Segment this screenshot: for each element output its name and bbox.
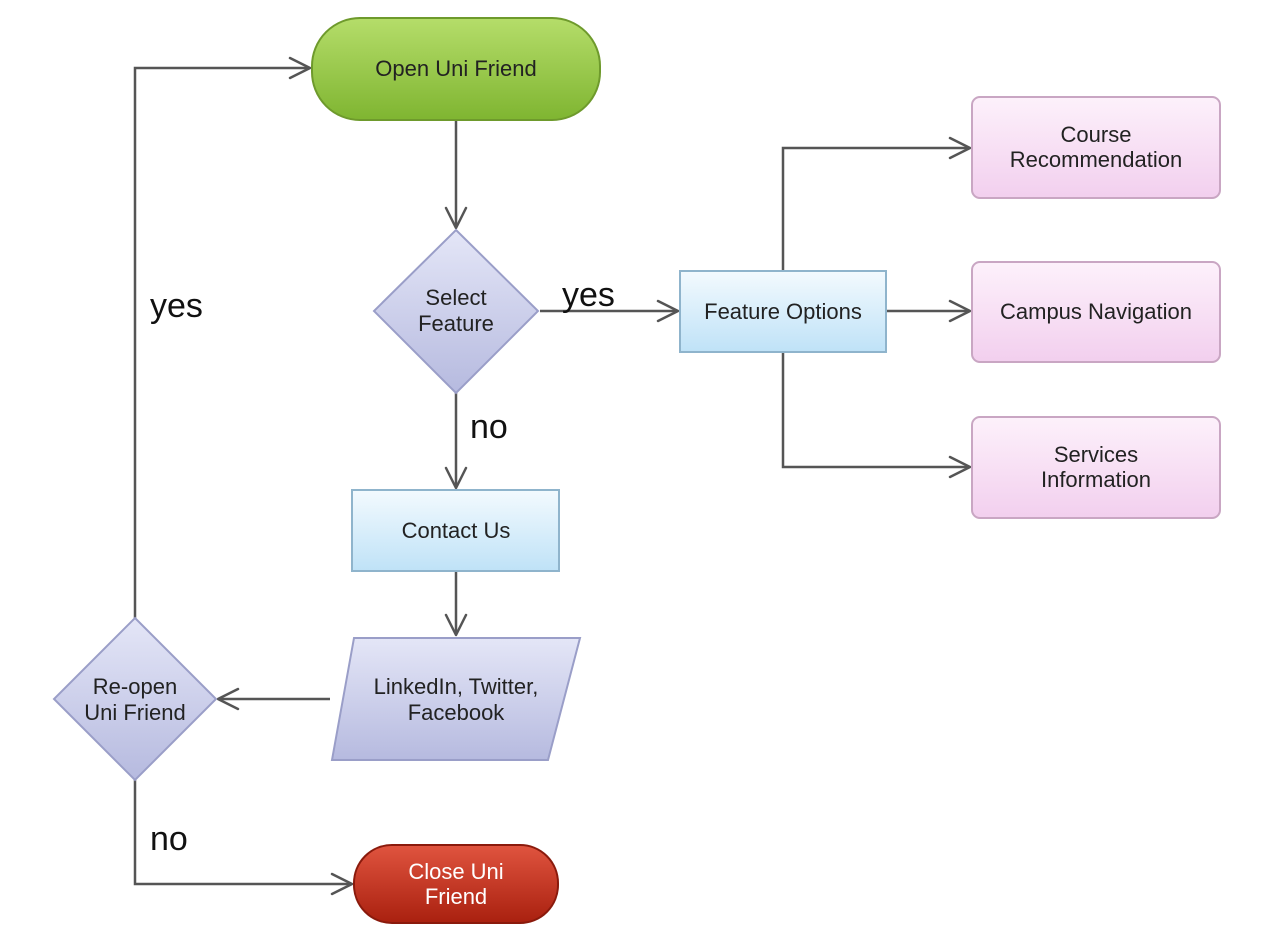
arrowhead-features-to-course [948, 136, 972, 160]
node-course-recommendation: Course Recommendation [971, 96, 1221, 199]
node-services-information: Services Information [971, 416, 1221, 519]
node-feature-options-label: Feature Options [704, 299, 862, 324]
node-social-links-line1: LinkedIn, Twitter, [374, 674, 539, 699]
node-reopen-uni-friend-line2: Uni Friend [84, 700, 185, 725]
edge-label-reopen-yes: yes [150, 287, 203, 325]
node-open-uni-friend-label: Open Uni Friend [375, 56, 536, 81]
edge-features-to-course [781, 146, 968, 271]
arrowhead-select-to-contact [444, 466, 468, 490]
node-select-feature-line1: Select [425, 285, 486, 310]
edge-label-reopen-no: no [150, 820, 188, 858]
edge-reopen-to-close [133, 780, 350, 886]
arrowhead-reopen-to-close [330, 872, 354, 896]
edge-label-select-yes: yes [562, 276, 615, 314]
edge-features-to-services [781, 352, 968, 469]
node-services-information-line2: Information [1041, 467, 1151, 492]
node-select-feature: Select Feature [372, 228, 540, 395]
arrowhead-social-to-reopen [216, 687, 240, 711]
node-close-uni-friend-line2: Friend [425, 884, 487, 909]
node-contact-us: Contact Us [351, 489, 560, 572]
node-open-uni-friend: Open Uni Friend [311, 17, 601, 121]
arrowhead-contact-to-social [444, 613, 468, 637]
node-course-recommendation-line1: Course [1061, 122, 1132, 147]
node-reopen-uni-friend-line1: Re-open [93, 674, 177, 699]
node-social-links-line2: Facebook [408, 700, 506, 725]
node-feature-options: Feature Options [679, 270, 887, 353]
arrowhead-select-to-features [656, 299, 680, 323]
arrowhead-reopen-to-open [288, 56, 312, 80]
node-close-uni-friend-line1: Close Uni [408, 859, 503, 884]
node-campus-navigation-label: Campus Navigation [1000, 299, 1192, 324]
node-social-links: LinkedIn, Twitter, Facebook [330, 637, 582, 761]
edge-label-select-no: no [470, 408, 508, 446]
arrowhead-features-to-campus [948, 299, 972, 323]
arrowhead-open-to-select [444, 206, 468, 230]
node-course-recommendation-line2: Recommendation [1010, 147, 1182, 172]
node-campus-navigation: Campus Navigation [971, 261, 1221, 363]
node-contact-us-label: Contact Us [402, 518, 511, 543]
node-reopen-uni-friend: Re-open Uni Friend [52, 616, 218, 782]
arrowhead-features-to-services [948, 455, 972, 479]
node-close-uni-friend: Close Uni Friend [353, 844, 559, 924]
node-services-information-line1: Services [1054, 442, 1138, 467]
node-select-feature-line2: Feature [418, 311, 494, 336]
edge-reopen-to-open [133, 66, 308, 618]
